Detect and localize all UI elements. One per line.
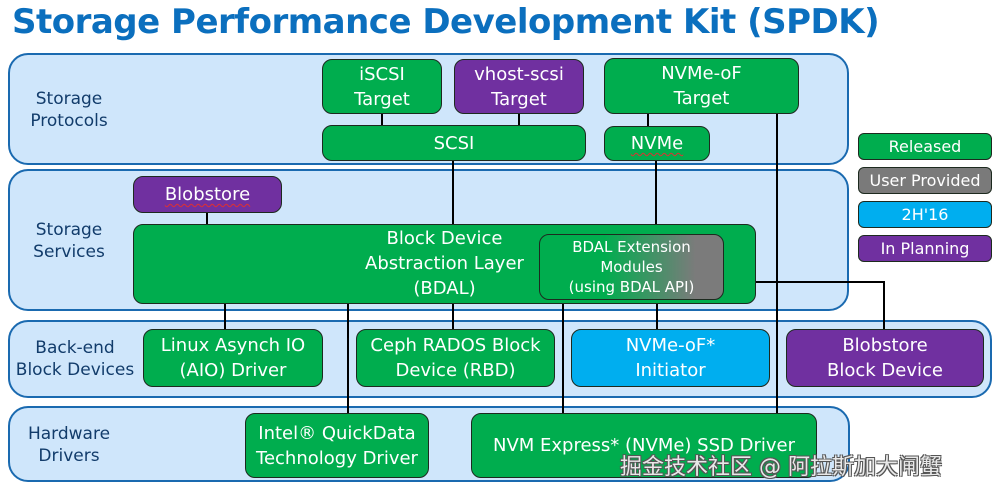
scsi-label: SCSI xyxy=(433,132,475,154)
legend-2h16-label: 2H'16 xyxy=(901,205,949,224)
legend-user-provided-label: User Provided xyxy=(869,171,981,190)
legend-in-planning-label: In Planning xyxy=(880,239,970,258)
bdal-label: Block Device Abstraction Layer (BDAL) xyxy=(365,228,524,299)
iscsi-target-label: iSCSI Target xyxy=(354,63,410,110)
connector-nvmeof-nvme xyxy=(647,113,649,127)
legend-in-planning: In Planning xyxy=(858,235,992,262)
connector-bdal-nvme-driver xyxy=(562,300,564,414)
nvmeof-target-box[interactable]: NVMe-oF Target xyxy=(604,58,799,114)
page-title: Storage Performance Development Kit (SPD… xyxy=(12,2,880,42)
connector-bdal-rbd xyxy=(452,302,454,330)
layer-label-storage-protocols: Storage Protocols xyxy=(30,89,108,131)
nvme-label: NVMe xyxy=(630,133,684,154)
connector-nvme-bdal xyxy=(655,160,657,225)
layer-label-backend-block-devices: Back-end Block Devices xyxy=(15,338,135,380)
nvmeof-target-label: NVMe-oF Target xyxy=(661,63,742,109)
vhost-scsi-target-label: vhost-scsi Target xyxy=(474,63,564,110)
legend-released-label: Released xyxy=(888,137,962,156)
blobstore-block-device-box[interactable]: Blobstore Block Device xyxy=(786,329,984,387)
iscsi-target-box[interactable]: iSCSI Target xyxy=(322,59,442,114)
nvme-ssd-driver-box[interactable]: NVM Express* (NVMe) SSD Driver xyxy=(471,413,817,478)
ceph-rbd-box[interactable]: Ceph RADOS Block Device (RBD) xyxy=(356,329,555,387)
blobstore-block-device-label: Blobstore Block Device xyxy=(827,335,943,381)
layer-label-hardware-drivers: Hardware Drivers xyxy=(27,424,111,466)
bdal-extension-box[interactable]: BDAL Extension Modules (using BDAL API) xyxy=(539,234,724,300)
connector-vhost-scsi xyxy=(518,113,520,126)
connector-nvmeof-target-driver xyxy=(776,113,778,414)
linux-aio-driver-box[interactable]: Linux Asynch IO (AIO) Driver xyxy=(143,329,323,387)
watermark: 掘金技术社区 @ 阿拉斯加大闸蟹 xyxy=(620,455,942,480)
blobstore-box[interactable]: Blobstore xyxy=(133,176,282,213)
linux-aio-driver-label: Linux Asynch IO (AIO) Driver xyxy=(160,335,306,381)
connector-bdal-quickdata xyxy=(347,302,349,414)
connector-blobstore-bdal xyxy=(206,212,208,225)
quickdata-driver-box[interactable]: Intel® QuickData Technology Driver xyxy=(245,413,429,478)
nvme-box[interactable]: NVMe xyxy=(604,126,710,161)
blobstore-label: Blobstore xyxy=(164,184,251,205)
quickdata-driver-label: Intel® QuickData Technology Driver xyxy=(256,422,418,469)
bdal-extension-label: BDAL Extension Modules (using BDAL API) xyxy=(568,238,695,296)
nvmeof-initiator-label: NVMe-oF* Initiator xyxy=(625,335,716,381)
legend-released: Released xyxy=(858,133,992,160)
vhost-scsi-target-box[interactable]: vhost-scsi Target xyxy=(454,59,584,114)
scsi-box[interactable]: SCSI xyxy=(322,125,586,161)
connector-scsi-bdal xyxy=(452,160,454,225)
connector-bdal-blobstore-bdev-h xyxy=(755,281,885,283)
connector-bdal-initiator xyxy=(656,300,658,330)
ceph-rbd-label: Ceph RADOS Block Device (RBD) xyxy=(370,335,541,381)
legend-user-provided: User Provided xyxy=(858,167,992,194)
nvmeof-initiator-box[interactable]: NVMe-oF* Initiator xyxy=(571,329,770,387)
connector-iscsi-scsi xyxy=(381,113,383,126)
nvme-ssd-driver-label: NVM Express* (NVMe) SSD Driver xyxy=(492,435,795,456)
connector-bdal-blobstore-bdev-v xyxy=(883,281,885,330)
layer-label-storage-services: Storage Services xyxy=(33,220,105,262)
legend-2h16: 2H'16 xyxy=(858,201,992,228)
connector-bdal-aio xyxy=(224,302,226,330)
